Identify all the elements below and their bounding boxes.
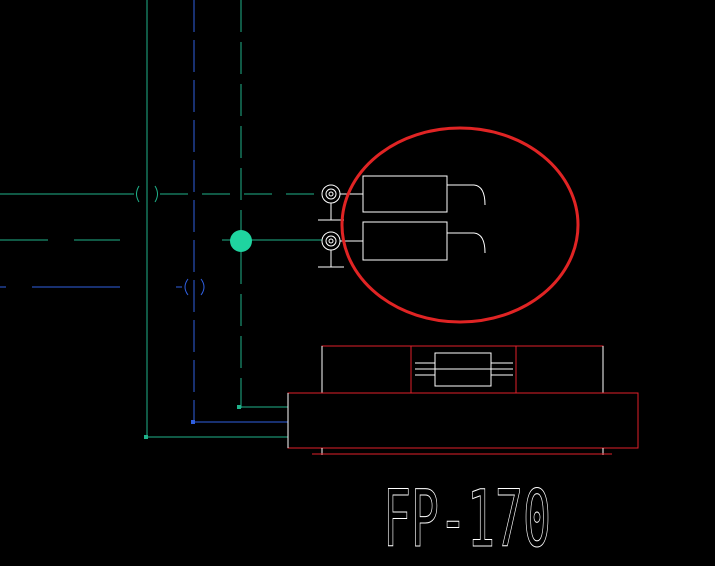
hose-curve-bottom — [447, 232, 486, 254]
pipe-crossing-marker-green — [136, 185, 158, 203]
valve-icon[interactable] — [318, 231, 363, 268]
valve-icon[interactable] — [318, 184, 363, 221]
unit-lower-body — [287, 392, 639, 449]
pipe-endpoint-marker — [191, 420, 195, 424]
highlight-circle-icon — [340, 126, 580, 324]
pipe-endpoint-marker — [237, 405, 241, 409]
equipment-tag-label[interactable]: FP-170 — [383, 475, 552, 566]
hose-curve-top — [447, 184, 486, 206]
pipe-endpoint-marker — [144, 435, 148, 439]
fan-coil-unit[interactable] — [287, 345, 639, 455]
flex-connector-bottom[interactable] — [362, 221, 448, 261]
pipe-crossing-marker-blue — [184, 278, 205, 296]
junction-dot-icon[interactable] — [230, 230, 252, 252]
flex-connector-top[interactable] — [362, 175, 448, 213]
